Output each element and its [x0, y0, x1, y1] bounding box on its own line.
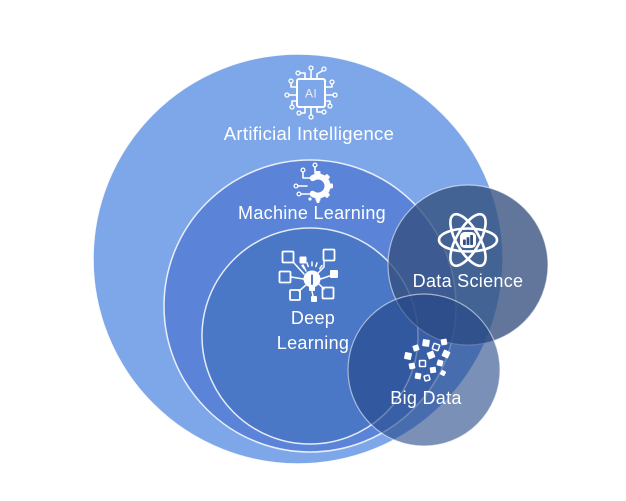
label-deep-learning-line1: Deep — [291, 308, 335, 328]
label-data-science: Data Science — [413, 271, 524, 291]
circle-big-data — [347, 293, 501, 447]
atom-chart-icon — [437, 212, 499, 268]
chip-outline — [296, 78, 326, 108]
scattered-squares-icon — [403, 338, 451, 382]
gear-circuit-icon — [293, 162, 333, 204]
bulb-network-icon — [278, 248, 338, 302]
ai-chip-icon: AI — [284, 65, 338, 120]
label-big-data: Big Data — [390, 388, 462, 408]
label-deep-learning-line2: Learning — [277, 333, 349, 353]
label-machine-learning: Machine Learning — [238, 203, 386, 223]
chip-text: AI — [305, 87, 317, 101]
mini-bar-chart — [463, 235, 473, 245]
label-artificial-intelligence: Artificial Intelligence — [224, 123, 394, 144]
